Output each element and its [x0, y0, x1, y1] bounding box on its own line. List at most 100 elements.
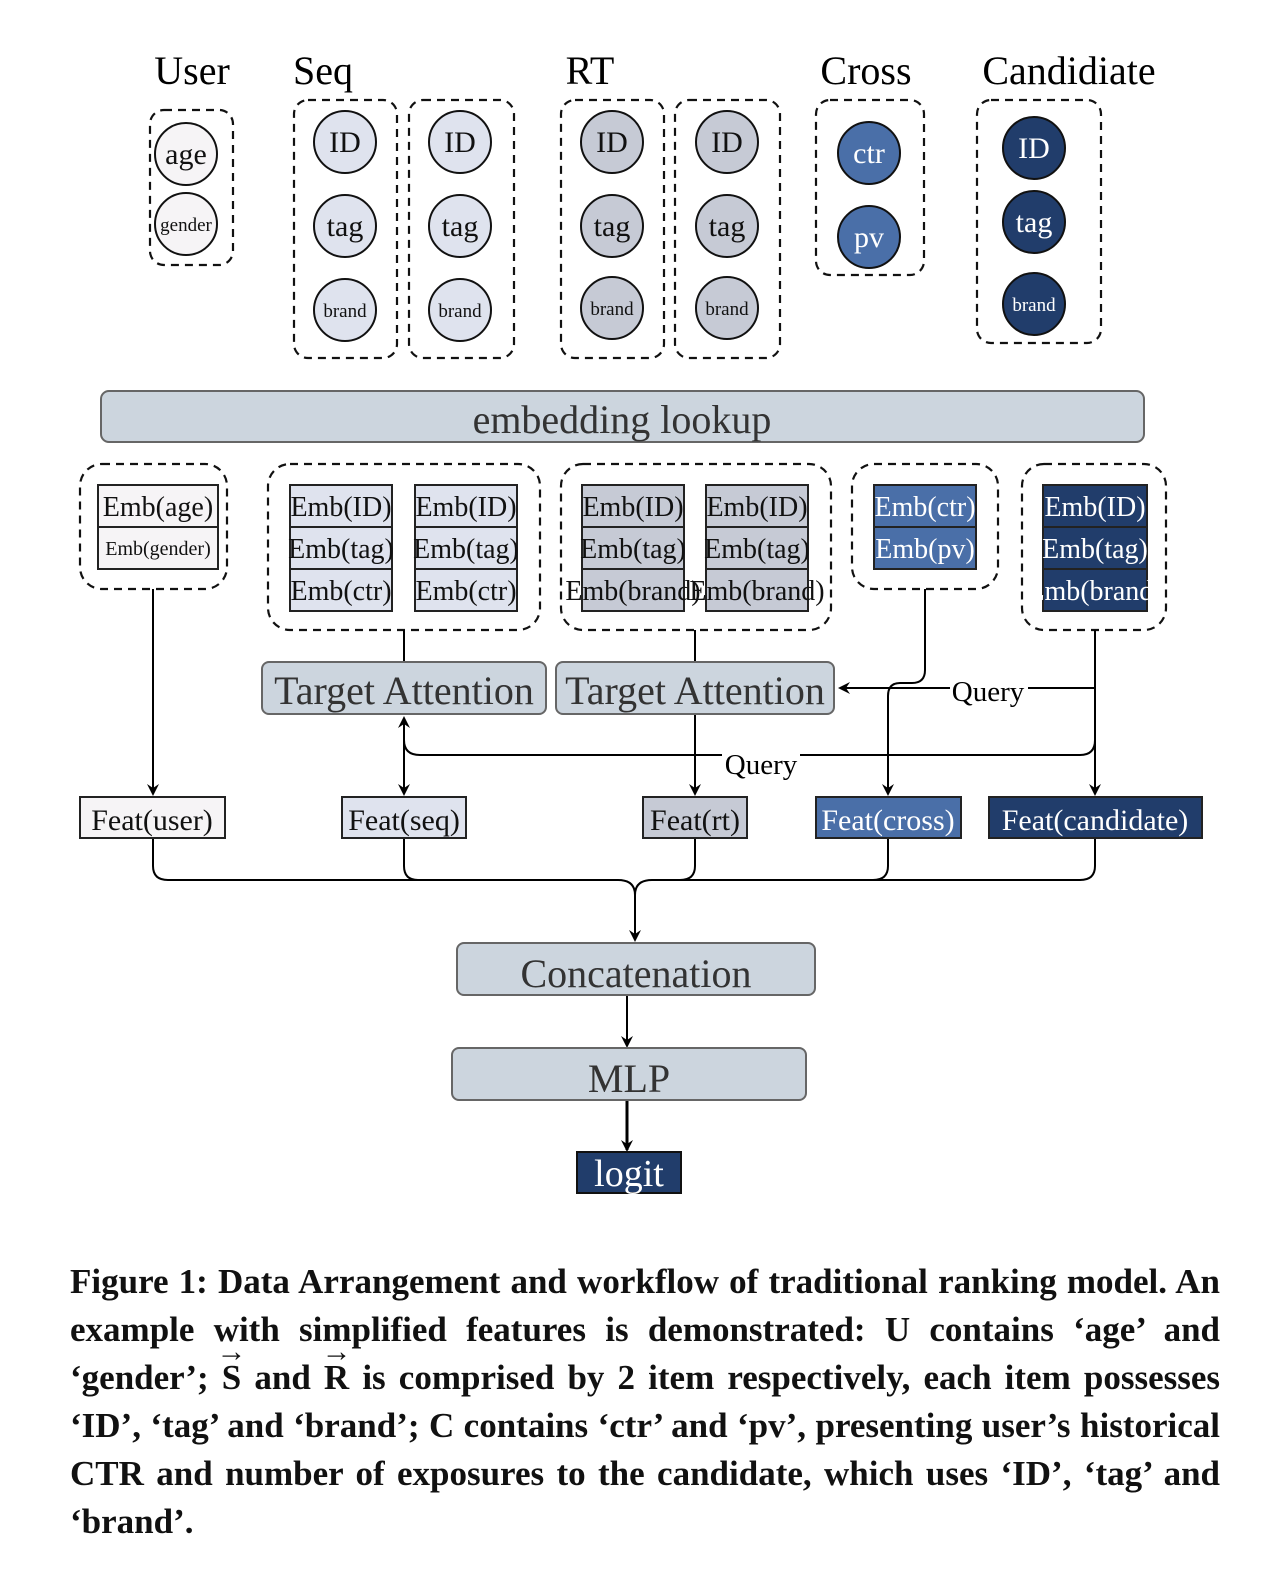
feat-rt-label: Feat(rt) — [650, 804, 740, 837]
merge-cross — [680, 838, 889, 881]
seq-1-brand-node — [313, 278, 377, 342]
emb-seq-1-2-cell — [289, 568, 393, 612]
concatenation-label: Concatenation — [520, 951, 751, 996]
feat-user-label: Feat(user) — [91, 804, 213, 837]
seq-1-id-node — [313, 110, 377, 174]
emb-cross-1-label: Emb(pv) — [875, 534, 975, 565]
query-line-seq — [800, 630, 1096, 756]
rt-embedding-group — [559, 462, 833, 632]
rt-1-brand-node — [580, 276, 644, 340]
emb-seq-2-0-label: Emb(ID) — [415, 492, 516, 523]
rt-1-id-node — [580, 110, 644, 174]
figure-caption: Figure 1: Data Arrangement and workflow … — [70, 1258, 1220, 1546]
seq-2-id-node — [428, 110, 492, 174]
emb-rt-1-1-label: Emb(tag) — [580, 534, 686, 565]
emb-seq-2-2-label: Emb(ctr) — [415, 576, 516, 607]
user-feature-group — [148, 108, 235, 267]
merge-candidate — [873, 838, 1096, 881]
seq-2-brand-node-label: brand — [438, 301, 482, 322]
query-label-seq: Query — [725, 749, 798, 781]
group-title-cross: Cross — [820, 48, 911, 93]
rt-2-brand-node — [695, 276, 759, 340]
logit-box — [576, 1151, 682, 1194]
mlp-block — [451, 1047, 807, 1101]
candidate-brand-node — [1002, 272, 1066, 336]
group-title-rt: RT — [566, 48, 615, 93]
emb-seq-1-0-cell — [289, 484, 393, 528]
feat-rt-box — [642, 796, 748, 839]
emb-cross-1-cell — [873, 526, 977, 570]
emb-seq-1-1-cell — [289, 526, 393, 570]
candidate-id-node-label: ID — [1018, 132, 1050, 165]
seq-2-id-node-label: ID — [444, 126, 476, 159]
rt-2-tag-node-label: tag — [709, 210, 746, 243]
logit-label: logit — [594, 1153, 664, 1195]
candidate-feature-group — [975, 98, 1103, 345]
seq-2-tag-node — [428, 194, 492, 258]
seq-2-tag-node-label: tag — [442, 210, 479, 243]
emb-seq-1-0-label: Emb(ID) — [290, 492, 391, 523]
cross-pv-node — [837, 205, 901, 269]
user-age-node-label: age — [165, 138, 207, 171]
target-attention-rt — [555, 661, 835, 715]
emb-seq-1-2-label: Emb(ctr) — [290, 576, 391, 607]
rt-1-tag-node — [580, 194, 644, 258]
caption-text-start: Figure 1: Data Arrangement and workflow … — [70, 1262, 1220, 1397]
emb-rt-1-0-cell — [581, 484, 685, 528]
rt-item-2-group — [673, 98, 782, 360]
emb-candidate-1-cell — [1042, 526, 1148, 570]
user-gender-node — [154, 192, 218, 256]
feat-seq-box — [341, 796, 467, 839]
emb-candidate-2-cell — [1042, 568, 1148, 612]
group-title-seq: Seq — [293, 48, 353, 93]
query-line-seq-left — [403, 739, 722, 756]
rt-2-tag-node — [695, 194, 759, 258]
rt-1-id-node-label: ID — [596, 126, 628, 159]
merge-rt — [634, 838, 696, 896]
concatenation-block — [456, 942, 816, 996]
emb-rt-2-1-cell — [705, 526, 809, 570]
candidate-tag-node — [1002, 190, 1066, 254]
emb-rt-2-2-label: Emb(brand) — [689, 576, 824, 607]
group-title-candidate: Candidiate — [982, 48, 1155, 93]
emb-rt-1-2-cell — [581, 568, 685, 612]
user-age-node — [154, 122, 218, 186]
emb-rt-2-0-label: Emb(ID) — [706, 492, 807, 523]
user-gender-node-label: gender — [160, 215, 212, 236]
candidate-brand-node-label: brand — [1012, 295, 1056, 316]
emb-rt-1-0-label: Emb(ID) — [582, 492, 683, 523]
rt-1-tag-node-label: tag — [594, 210, 631, 243]
merge-seq — [403, 838, 419, 881]
merge-user — [152, 838, 636, 896]
seq-item-2-group — [407, 98, 516, 360]
seq-1-tag-node-label: tag — [327, 210, 364, 243]
cross-ctr-node — [837, 121, 901, 185]
emb-rt-2-1-label: Emb(tag) — [704, 534, 810, 565]
feat-cross-label: Feat(cross) — [821, 804, 954, 837]
feat-user-box — [79, 796, 226, 839]
emb-user-0-cell — [97, 484, 219, 528]
emb-user-1-cell — [97, 526, 219, 570]
ranking-model-diagram: User Seq RT Cross Candidiate agegenderID… — [78, 48, 1203, 1195]
embedding-lookup-block — [100, 390, 1145, 443]
target-attention-seq — [261, 661, 547, 715]
feat-candidate-box — [988, 796, 1203, 839]
vector-s-symbol: S — [222, 1354, 241, 1402]
feat-seq-label: Feat(seq) — [348, 804, 460, 837]
emb-user-0-label: Emb(age) — [103, 492, 213, 523]
emb-candidate-2-label: Emb(brand) — [1027, 576, 1162, 607]
seq-item-1-group — [292, 98, 399, 360]
seq-1-id-node-label: ID — [329, 126, 361, 159]
emb-seq-1-1-label: Emb(tag) — [288, 534, 394, 565]
seq-1-brand-node-label: brand — [323, 301, 367, 322]
rt-1-brand-node-label: brand — [590, 299, 634, 320]
embedding-lookup-label: embedding lookup — [473, 397, 772, 442]
emb-rt-2-2-cell — [705, 568, 809, 612]
emb-candidate-0-cell — [1042, 484, 1148, 528]
cross-pv-node-label: pv — [854, 221, 884, 254]
mlp-label: MLP — [588, 1056, 670, 1101]
rt-2-id-node — [695, 110, 759, 174]
target-attention-seq-label: Target Attention — [274, 668, 534, 713]
seq-1-tag-node — [313, 194, 377, 258]
emb-rt-1-2-label: Emb(brand) — [565, 576, 700, 607]
